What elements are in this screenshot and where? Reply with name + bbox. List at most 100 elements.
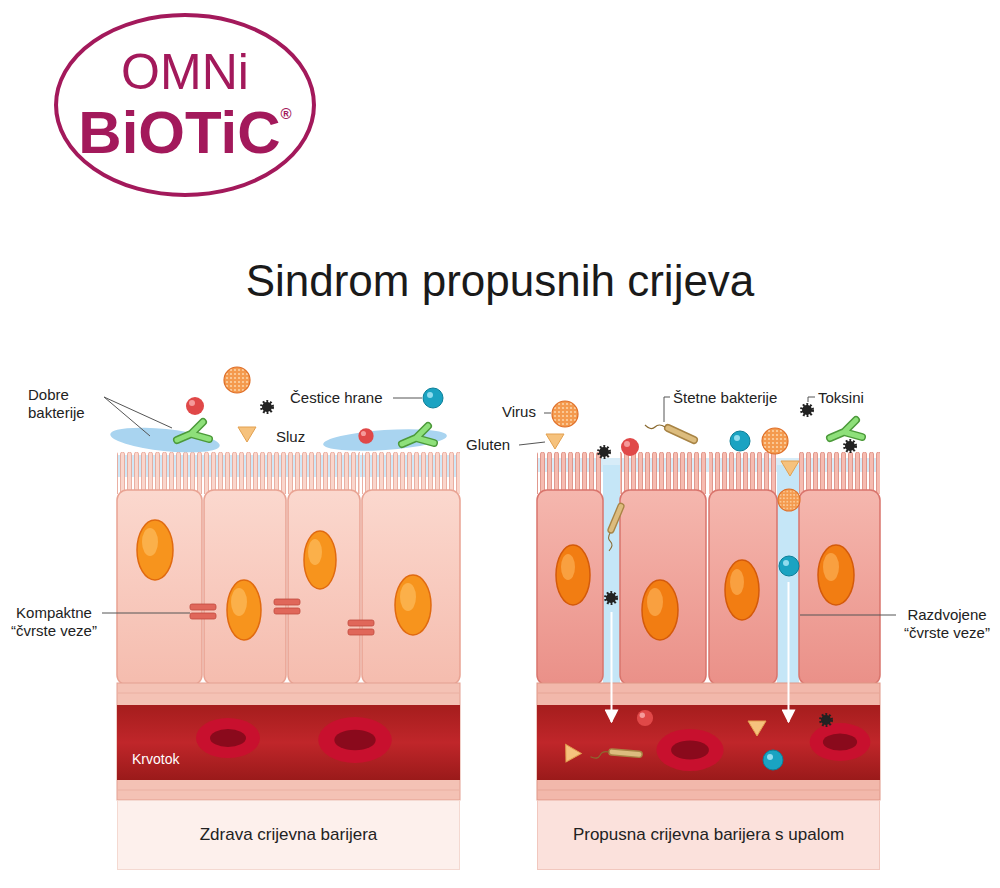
rect-shape xyxy=(117,705,460,780)
part-label: Razdvojene “čvrste veze” xyxy=(900,606,994,642)
ellipse-shape xyxy=(730,569,744,595)
rect-shape xyxy=(620,452,706,494)
rect-shape xyxy=(799,490,880,685)
part-label: Krvotok xyxy=(132,750,179,768)
path-shape xyxy=(104,397,172,428)
logo-badge: OMNiBiOTiC® xyxy=(53,12,317,198)
path-shape xyxy=(808,397,815,402)
use-shape xyxy=(621,438,639,456)
part-label: Virus xyxy=(502,403,536,421)
text-row: BiOTiC® xyxy=(78,100,291,166)
part-label: Sluz xyxy=(276,428,305,446)
path-shape xyxy=(664,397,670,422)
line-shape xyxy=(788,582,790,722)
healthy-barrier xyxy=(109,367,460,800)
rect-shape xyxy=(204,490,286,685)
use-shape xyxy=(762,428,788,454)
ellipse-shape xyxy=(231,588,247,616)
use-shape xyxy=(730,431,750,451)
rect-shape xyxy=(190,613,216,619)
logo-text: BiOTiC xyxy=(78,100,280,166)
line-shape xyxy=(611,612,613,722)
use-shape xyxy=(402,426,434,444)
use-shape xyxy=(763,750,783,770)
rect-shape xyxy=(274,599,300,605)
use-shape xyxy=(607,506,622,551)
rect-shape xyxy=(709,452,777,494)
part-label: Gluten xyxy=(466,436,510,454)
use-shape xyxy=(810,723,871,761)
rect-shape xyxy=(537,490,603,685)
use-shape xyxy=(590,741,639,770)
path-shape xyxy=(537,693,880,790)
ellipse-shape xyxy=(142,528,158,556)
use-shape xyxy=(845,441,855,451)
path-shape xyxy=(117,693,460,790)
caption-box: Propusna crijevna barijera s upalom xyxy=(537,800,880,870)
use-shape xyxy=(606,593,616,603)
use-shape xyxy=(645,425,694,440)
use-shape xyxy=(177,422,209,440)
use-shape xyxy=(781,461,799,476)
use-shape xyxy=(358,428,373,443)
use-shape xyxy=(637,710,653,726)
use-shape xyxy=(779,556,799,576)
path-shape xyxy=(104,397,150,436)
rect-shape xyxy=(537,452,603,494)
use-shape xyxy=(778,489,800,511)
text-row: OMNi xyxy=(121,45,249,100)
path-shape xyxy=(544,413,551,414)
use-shape xyxy=(186,397,204,415)
part-label: Toksini xyxy=(818,389,864,407)
leader-lines xyxy=(102,397,896,615)
use-shape xyxy=(656,729,723,771)
leaky-barrier xyxy=(537,401,880,800)
use-shape xyxy=(224,367,250,393)
rect-shape xyxy=(117,452,202,494)
rect-shape xyxy=(537,683,880,800)
ellipse-shape xyxy=(395,575,431,635)
ellipse-shape xyxy=(642,580,678,640)
logo-text: OMNi xyxy=(121,45,249,100)
path-shape xyxy=(393,398,422,399)
rect-shape xyxy=(537,705,880,780)
diagram-title: Sindrom propusnih crijeva xyxy=(0,255,1000,307)
ellipse-shape xyxy=(308,539,322,565)
ellipse-shape xyxy=(725,560,759,620)
rect-shape xyxy=(204,452,286,494)
rect-shape xyxy=(348,629,374,635)
logo-outline xyxy=(56,15,314,195)
part-label: Kompaktne “čvrste veze” xyxy=(8,604,100,640)
use-shape xyxy=(196,718,260,758)
ellipse-shape xyxy=(137,520,173,580)
use-shape xyxy=(599,447,609,457)
caption-text: Zdrava crijevna barijera xyxy=(200,826,378,845)
rect-shape xyxy=(620,490,706,685)
caption-text: Propusna crijevna barijera s upalom xyxy=(573,826,844,845)
use-shape xyxy=(802,405,812,415)
ellipse-shape xyxy=(561,554,575,580)
use-shape xyxy=(262,402,272,412)
use-shape xyxy=(558,744,581,766)
use-shape xyxy=(552,401,578,427)
ellipse-shape xyxy=(400,583,416,611)
registered-mark: ® xyxy=(281,106,292,123)
rect-shape xyxy=(274,608,300,614)
use-shape xyxy=(546,434,564,449)
caption-box: Zdrava crijevna barijera xyxy=(117,800,460,870)
ellipse-shape xyxy=(823,553,839,581)
rect-shape xyxy=(709,490,777,685)
ellipse-shape xyxy=(647,588,663,616)
ellipse-shape xyxy=(556,545,590,605)
use-shape xyxy=(423,388,443,408)
part-label: Dobre bakterije xyxy=(28,386,102,422)
use-shape xyxy=(830,420,862,438)
ellipse-shape xyxy=(818,545,854,605)
rect-shape xyxy=(362,452,460,494)
part-label: Čestice hrane xyxy=(290,389,383,407)
use-shape xyxy=(238,427,256,442)
rect-shape xyxy=(288,490,360,685)
rect-shape xyxy=(362,490,460,685)
rect-shape xyxy=(799,452,880,494)
